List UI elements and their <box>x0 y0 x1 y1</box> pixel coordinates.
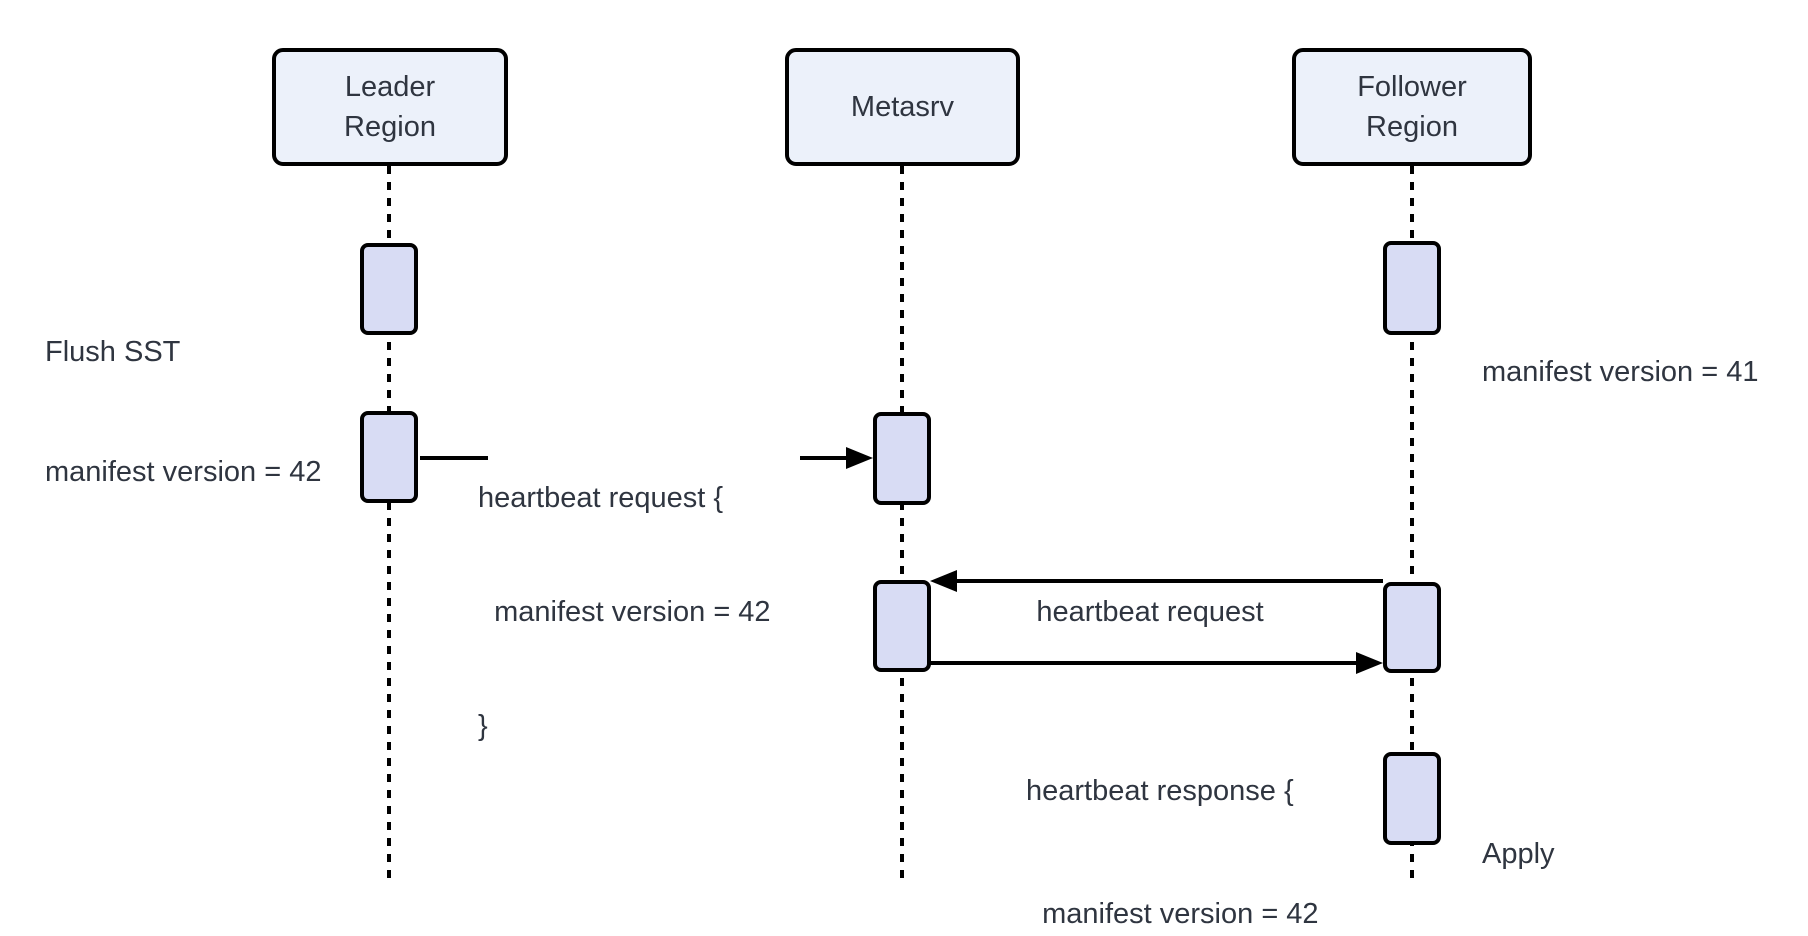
participant-metasrv: Metasrv <box>785 48 1020 166</box>
note-line: Apply <box>1482 838 1555 870</box>
follower-activation-apply <box>1383 752 1441 845</box>
note-manifest-version-41: manifest version = 41 <box>1482 272 1758 472</box>
message-label-line: heartbeat request <box>1036 596 1264 628</box>
arrowhead-right-icon <box>1356 652 1383 674</box>
arrowhead-right-icon <box>846 447 873 469</box>
metasrv-activation-leader-hb <box>873 412 931 505</box>
note-apply-manifest-42: Apply manifest version = 42 <box>1482 757 1758 936</box>
leader-lifeline <box>387 166 391 880</box>
message-label-heartbeat-request-follower: heartbeat request <box>935 522 1365 702</box>
note-line: Flush SST <box>45 336 181 368</box>
participant-label-line: Region <box>344 111 436 143</box>
metasrv-lifeline <box>900 166 904 880</box>
follower-to-metasrv-line <box>955 579 1383 583</box>
participant-label-line: Leader <box>344 71 436 103</box>
metasrv-activation-follower-hb <box>873 580 931 672</box>
metasrv-to-follower-line <box>930 661 1358 665</box>
leader-activation-heartbeat <box>360 411 418 503</box>
note-line: manifest version = 42 <box>45 456 322 488</box>
message-label-line: heartbeat request { <box>478 482 724 514</box>
note-line: manifest version = 41 <box>1482 356 1759 388</box>
leader-activation-flush <box>360 243 418 335</box>
message-label-heartbeat-response: heartbeat response { manifest version = … <box>1026 689 1319 936</box>
message-label-line: heartbeat response { <box>1026 775 1294 807</box>
participant-follower-region: Follower Region <box>1292 48 1532 166</box>
message-label-line: manifest version = 42 <box>478 596 771 628</box>
message-label-line: manifest version = 42 <box>1026 898 1319 930</box>
arrowhead-left-icon <box>930 570 957 592</box>
leader-to-metasrv-line <box>800 456 848 460</box>
leader-to-metasrv-line-stub <box>420 456 488 460</box>
message-label-line: } <box>478 710 488 742</box>
participant-leader-region: Leader Region <box>272 48 508 166</box>
follower-lifeline <box>1410 166 1414 880</box>
follower-activation-m41 <box>1383 241 1441 335</box>
participant-label-line: Metasrv <box>850 91 955 123</box>
participant-label-line: Region <box>1366 111 1458 143</box>
follower-activation-heartbeat <box>1383 582 1441 673</box>
note-flush-sst: Flush SST manifest version = 42 <box>45 252 321 572</box>
participant-label-line: Follower <box>1357 71 1467 103</box>
message-label-heartbeat-request-leader: heartbeat request { manifest version = 4… <box>478 403 771 821</box>
